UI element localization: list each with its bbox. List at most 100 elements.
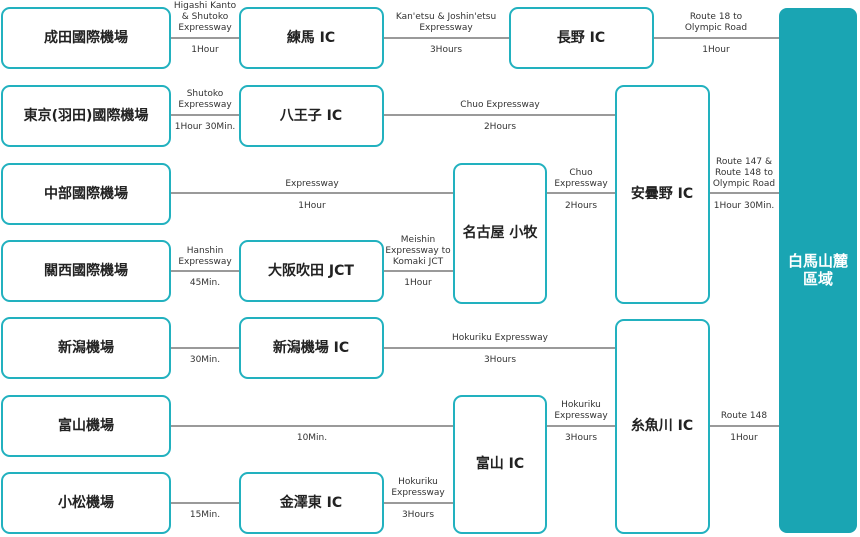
route-label: Expressway — [391, 488, 445, 498]
node-nagano: 長野 IC — [509, 7, 654, 69]
route-label: Olympic Road — [713, 179, 775, 189]
route-label: Route 18 to — [690, 12, 743, 22]
route-label: Expressway — [419, 23, 473, 33]
travel-time-label: 10Min. — [297, 433, 327, 443]
travel-time-label: 3Hours — [430, 45, 462, 55]
travel-time-label: 1Hour — [191, 45, 219, 55]
route-label: Expressway to — [385, 246, 451, 256]
node-osaka-label: 大阪吹田 JCT — [268, 262, 354, 279]
node-haneda-label: 東京(羽田)國際機場 — [24, 107, 149, 124]
travel-time-label: 1Hour 30Min. — [714, 201, 775, 211]
node-narita: 成田國際機場 — [1, 7, 171, 69]
route-label: Expressway — [178, 100, 232, 110]
node-kanazawa: 金澤東 IC — [239, 472, 384, 534]
route-label: Hokuriku — [398, 477, 438, 487]
travel-time-label: 30Min. — [190, 355, 220, 365]
destination-block: 白馬山麓 區域 — [779, 8, 857, 533]
route-label: Route 148 — [721, 411, 767, 421]
node-niigata-ic-label: 新潟機場 IC — [273, 339, 349, 356]
edge-komatsu-kanazawa: 15Min. — [190, 510, 220, 520]
node-toyama-airport-label: 富山機場 — [58, 417, 114, 434]
route-label: Expressway — [178, 257, 232, 267]
edge-chubu-nagoya: Expressway 1Hour — [285, 179, 339, 211]
route-label: Olympic Road — [685, 23, 747, 33]
travel-time-label: 1Hour — [730, 433, 758, 443]
travel-time-label: 1Hour — [298, 201, 326, 211]
route-label: Chuo — [569, 168, 593, 178]
node-nagoya-label: 名古屋 小牧 — [463, 224, 539, 241]
route-label: & Shutoko — [182, 12, 229, 22]
node-hachioji: 八王子 IC — [239, 85, 384, 147]
node-nerima: 練馬 IC — [239, 7, 384, 69]
node-itoigawa: 糸魚川 IC — [615, 319, 710, 534]
route-label: Hanshin — [187, 246, 224, 256]
node-chubu: 中部國際機場 — [1, 163, 171, 225]
node-narita-label: 成田國際機場 — [44, 29, 128, 46]
node-nerima-label: 練馬 IC — [287, 29, 335, 46]
node-kansai: 關西國際機場 — [1, 240, 171, 302]
route-label: Hokuriku — [561, 400, 601, 410]
edge-toyama-airport-ic: 10Min. — [297, 433, 327, 443]
edge-itoigawa-destination: Route 148 1Hour — [721, 411, 767, 443]
route-label: Hokuriku Expressway — [452, 333, 549, 343]
route-label: Route 147 & — [716, 157, 772, 167]
route-label: Shutoko — [187, 89, 224, 99]
route-label: Route 148 to — [715, 168, 774, 178]
node-chubu-label: 中部國際機場 — [44, 185, 128, 202]
route-label: Expressway — [554, 411, 608, 421]
node-toyama-ic: 富山 IC — [453, 395, 547, 534]
node-niigata-airport: 新潟機場 — [1, 317, 171, 379]
route-label: Chuo Expressway — [460, 100, 540, 110]
node-komatsu-label: 小松機場 — [58, 494, 114, 511]
edge-hachioji-azumino: Chuo Expressway 2Hours — [460, 100, 540, 132]
travel-time-label: 15Min. — [190, 510, 220, 520]
node-komatsu: 小松機場 — [1, 472, 171, 534]
node-toyama-ic-label: 富山 IC — [476, 455, 524, 472]
travel-time-label: 2Hours — [484, 122, 516, 132]
node-niigata-ic: 新潟機場 IC — [239, 317, 384, 379]
node-nagoya: 名古屋 小牧 — [453, 163, 547, 304]
node-azumino-label: 安曇野 IC — [631, 185, 693, 202]
edge-niigata-itoigawa: Hokuriku Expressway 3Hours — [452, 333, 549, 365]
travel-time-label: 1Hour — [702, 45, 730, 55]
route-label: Expressway — [178, 23, 232, 33]
travel-time-label: 3Hours — [565, 433, 597, 443]
travel-time-label: 1Hour — [404, 278, 432, 288]
node-haneda: 東京(羽田)國際機場 — [1, 85, 171, 147]
destination-label-line2: 區域 — [803, 270, 833, 288]
edge-niigata-airport-ic: 30Min. — [190, 355, 220, 365]
node-itoigawa-label: 糸魚川 IC — [631, 417, 693, 434]
travel-time-label: 3Hours — [484, 355, 516, 365]
route-label: Meishin — [401, 235, 435, 245]
destination-label-line1: 白馬山麓 — [788, 252, 849, 270]
route-label: Higashi Kanto — [174, 1, 237, 11]
route-label: Kan'etsu & Joshin'etsu — [396, 12, 496, 22]
travel-time-label: 45Min. — [190, 278, 220, 288]
node-osaka: 大阪吹田 JCT — [239, 240, 384, 302]
node-toyama-airport: 富山機場 — [1, 395, 171, 457]
travel-time-label: 1Hour 30Min. — [175, 122, 236, 132]
route-label: Komaki JCT — [393, 257, 444, 267]
travel-time-label: 3Hours — [402, 510, 434, 520]
node-nagano-label: 長野 IC — [557, 30, 605, 46]
node-niigata-airport-label: 新潟機場 — [58, 339, 114, 356]
node-azumino: 安曇野 IC — [615, 85, 710, 304]
route-label: Expressway — [285, 179, 339, 189]
route-label: Expressway — [554, 179, 608, 189]
travel-time-label: 2Hours — [565, 201, 597, 211]
node-hachioji-label: 八王子 IC — [279, 108, 342, 124]
node-kanazawa-label: 金澤東 IC — [279, 494, 342, 511]
node-kansai-label: 關西國際機場 — [44, 262, 128, 279]
